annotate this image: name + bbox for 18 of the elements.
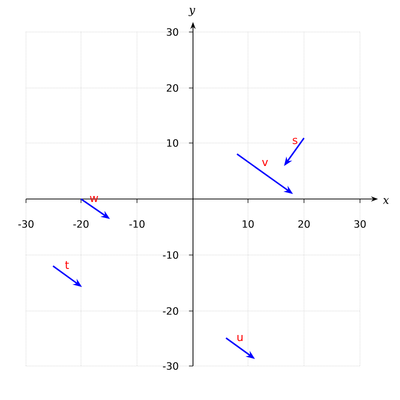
tick-label: -10 xyxy=(162,251,178,259)
tick-label: 20 xyxy=(298,220,310,228)
axis-label: y xyxy=(188,8,196,16)
tick-label: -10 xyxy=(129,220,145,228)
vector-label: v xyxy=(262,160,268,166)
tick-label: 30 xyxy=(166,28,178,36)
tick-label: -20 xyxy=(73,220,88,228)
vector-label: t xyxy=(65,261,69,269)
vector-label: s xyxy=(292,138,298,144)
tick-label: 10 xyxy=(242,220,254,228)
tick-label: 20 xyxy=(166,84,178,92)
tick-label: -30 xyxy=(162,362,178,370)
tick-label: 30 xyxy=(354,220,366,228)
tick-label: -20 xyxy=(162,307,178,315)
vector-label: u xyxy=(237,334,242,342)
axis-label: x xyxy=(382,198,389,204)
tick-label: -30 xyxy=(18,220,34,228)
tick-label: 10 xyxy=(167,139,178,147)
